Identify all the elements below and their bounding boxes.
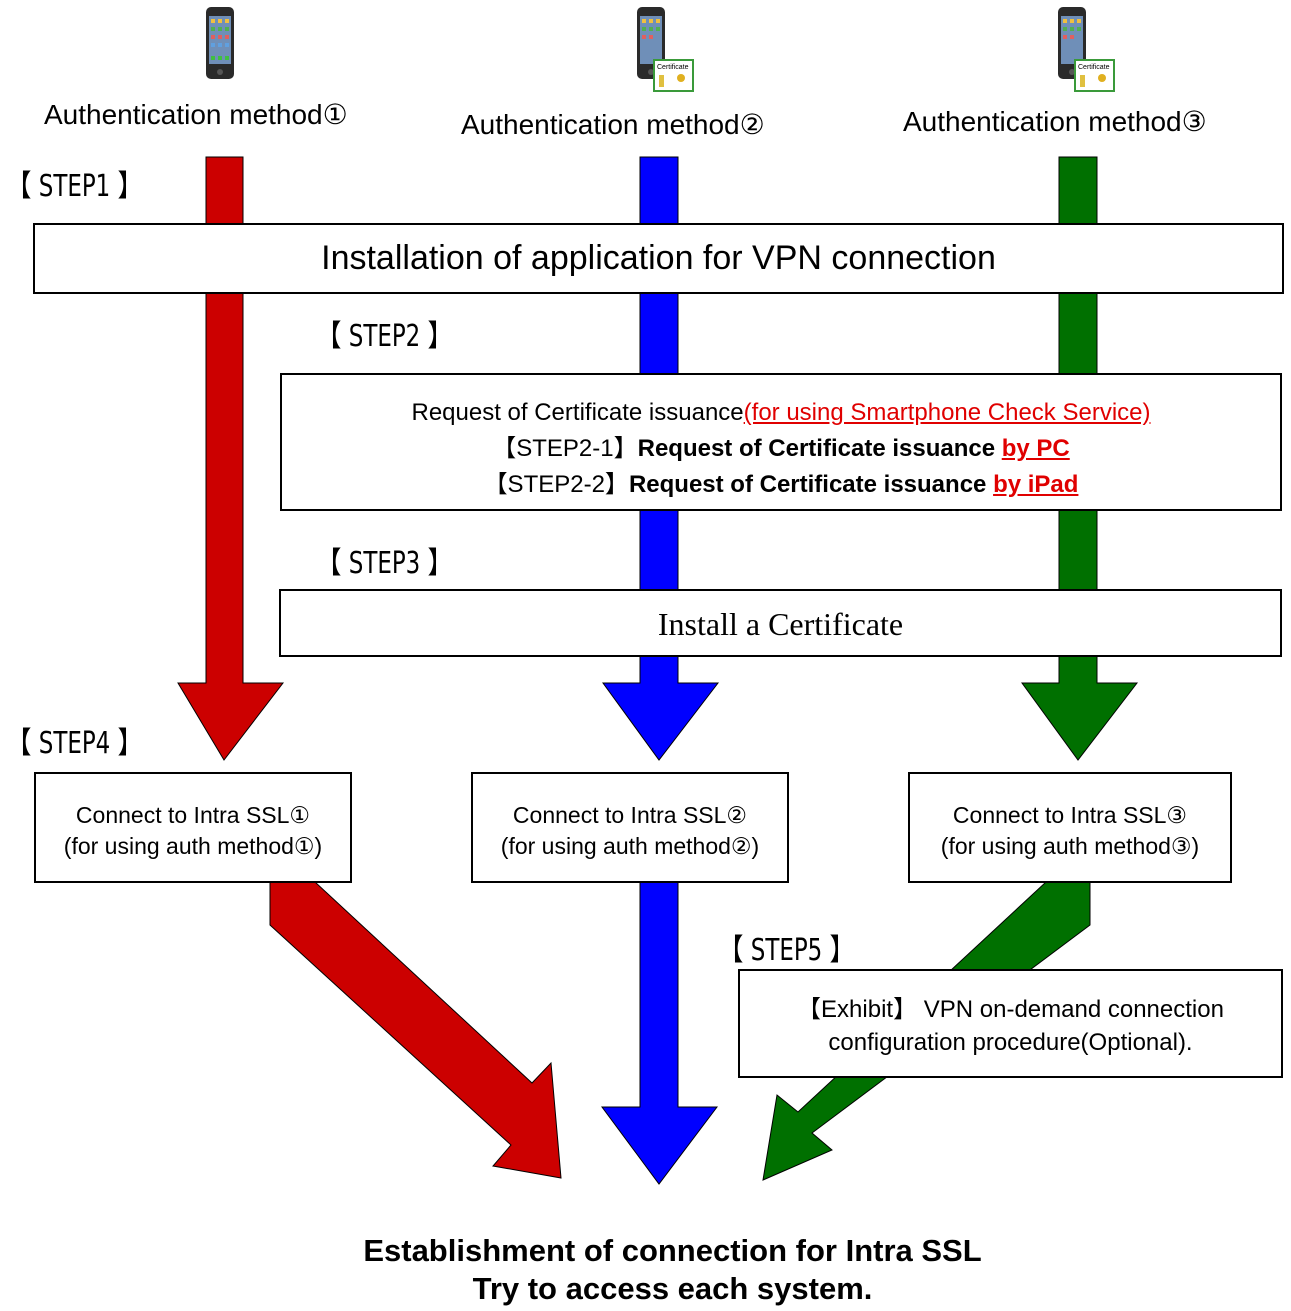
step1-label: 【 STEP1 】 [6,169,144,204]
connect-ssl-3-title: Connect to Intra SSL③ [952,802,1188,828]
certificate-icon-text: Certificate [657,64,689,71]
install-app-box: Installation of application for VPN conn… [33,223,1284,294]
step2-label: 【 STEP2 】 [316,319,454,354]
arrow-connect-2-to-final [601,881,719,1185]
step5-label: 【 STEP5 】 [718,933,856,968]
step2-2-line: 【STEP2-2】Request of Certificate issuance… [282,467,1280,503]
connect-ssl-3-note: (for using auth method③) [940,833,1200,859]
smartphone-icon [206,7,234,79]
install-certificate-box: Install a Certificate [279,589,1282,657]
step2-2-text: Request of Certificate issuance [628,471,994,498]
certificate-icon-text: Certificate [1078,64,1110,71]
by-pc-link[interactable]: by PC [1001,435,1070,462]
step2-1-text: Request of Certificate issuance [637,435,1002,462]
by-ipad-link[interactable]: by iPad [993,471,1079,498]
final-line-1: Establishment of connection for Intra SS… [363,1233,982,1268]
step3-label: 【 STEP3 】 [316,546,454,581]
arrow-connect-1-to-final [269,881,562,1179]
step2-2-prefix: 【STEP2-2】 [483,471,629,498]
exhibit-line-2: configuration procedure(Optional). [828,1029,1193,1056]
connect-ssl-1-box: Connect to Intra SSL① (for using auth me… [34,772,352,883]
connect-ssl-2-title: Connect to Intra SSL② [512,802,748,828]
smartphone-certificate-icon: Certificate [1057,6,1117,96]
smartphone-certificate-icon: Certificate [636,6,696,96]
method-3-label: Authentication method③ [903,106,1207,137]
connect-ssl-2-box: Connect to Intra SSL② (for using auth me… [471,772,789,883]
request-title-line: Request of Certificate issuance(for usin… [282,395,1280,431]
final-outcome: Establishment of connection for Intra SS… [0,1232,1291,1308]
method-2-label: Authentication method② [461,109,765,140]
final-line-2: Try to access each system. [472,1271,873,1306]
connect-ssl-3-box: Connect to Intra SSL③ (for using auth me… [908,772,1232,883]
connect-ssl-1-title: Connect to Intra SSL① [75,802,311,828]
request-title: Request of Certificate issuance [411,399,744,426]
certificate-request-box: Request of Certificate issuance(for usin… [280,373,1282,511]
smartphone-check-service-link[interactable]: (for using Smartphone Check Service) [743,399,1151,426]
step2-1-line: 【STEP2-1】Request of Certificate issuance… [282,431,1280,467]
exhibit-box: 【Exhibit】 VPN on-demand connection confi… [738,969,1283,1078]
exhibit-line-1: 【Exhibit】 VPN on-demand connection [797,996,1224,1023]
connect-ssl-1-note: (for using auth method①) [63,833,323,859]
step2-1-prefix: 【STEP2-1】 [492,435,638,462]
connect-ssl-2-note: (for using auth method②) [500,833,760,859]
method-1-label: Authentication method① [44,99,348,130]
step4-label: 【 STEP4 】 [6,726,144,761]
